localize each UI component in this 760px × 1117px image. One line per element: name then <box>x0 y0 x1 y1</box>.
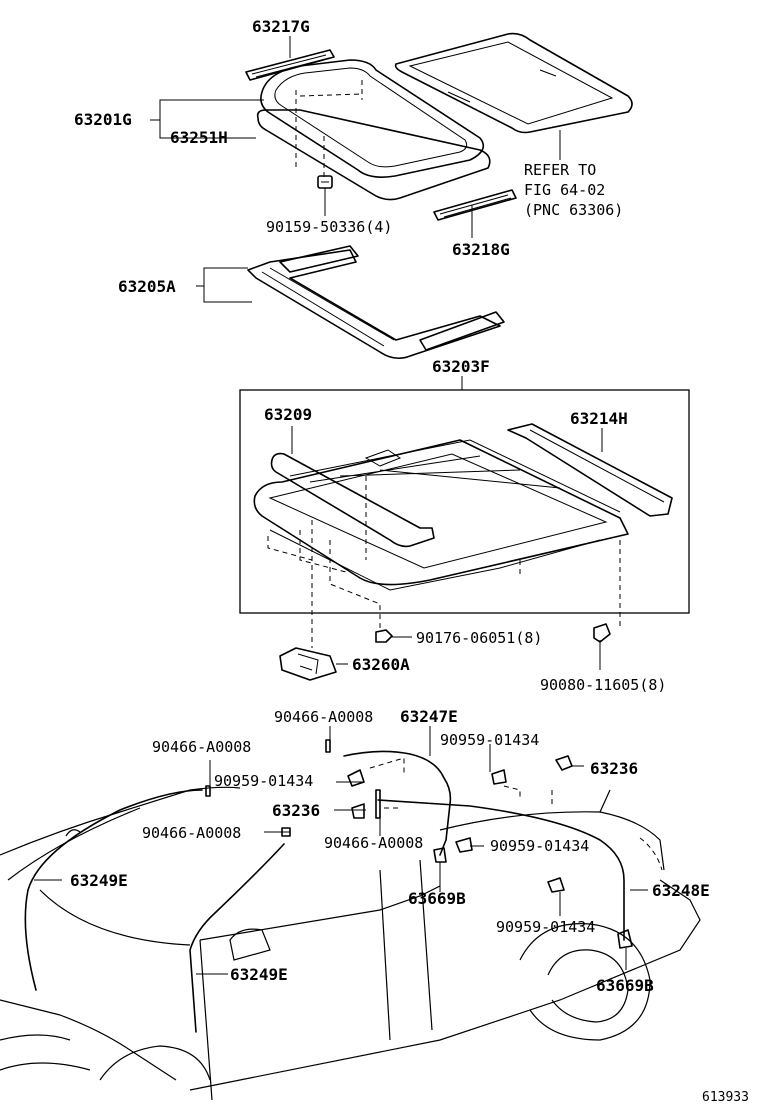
leader-lines <box>34 36 648 975</box>
drain-hose-63249e-front <box>24 789 203 991</box>
label-63251h: 63251H <box>170 128 228 147</box>
drain-hose-63249e-rear <box>189 843 285 1033</box>
dashed-reference-lines <box>267 80 663 871</box>
housing-box <box>239 389 690 614</box>
label-63218g: 63218G <box>452 240 510 259</box>
label-63260a: 63260A <box>352 655 410 674</box>
label-90959-top: 90959-01434 <box>440 731 539 749</box>
label-63669b-right: 63669B <box>596 976 654 995</box>
label-refer-line1: REFER TO <box>524 161 596 179</box>
motor-63260a <box>279 647 337 681</box>
glass-seal-63251h <box>256 109 491 201</box>
label-refer-line2: FIG 64-02 <box>524 181 605 199</box>
rail-63214h <box>507 423 673 517</box>
label-90466-mid: 90466-A0008 <box>142 824 241 842</box>
label-63236-right: 63236 <box>590 759 638 778</box>
label-63214h: 63214H <box>570 409 628 428</box>
part-labels: 63217G 63201G 63251H REFER TO FIG 64-02 … <box>70 17 749 1105</box>
label-90080: 90080-11605(8) <box>540 676 666 694</box>
label-90466-left: 90466-A0008 <box>152 738 251 756</box>
label-63248e: 63248E <box>652 881 710 900</box>
housing-63203f <box>253 439 629 591</box>
drain-hose-63248e <box>377 799 625 941</box>
label-63236-left: 63236 <box>272 801 320 820</box>
label-63203f: 63203F <box>432 357 490 376</box>
label-90466-top: 90466-A0008 <box>274 708 373 726</box>
label-90959-bottom: 90959-01434 <box>496 918 595 936</box>
sunroof-glass-63201g <box>260 59 485 178</box>
glass-frame-63205a <box>247 245 505 360</box>
nut-90176 <box>375 629 393 643</box>
label-90176: 90176-06051(8) <box>416 629 542 647</box>
label-63205a: 63205A <box>118 277 176 296</box>
vehicle-body-outline <box>0 786 701 1101</box>
label-90159: 90159-50336(4) <box>266 218 392 236</box>
label-63209: 63209 <box>264 405 312 424</box>
deflector-63209 <box>270 452 435 548</box>
label-63249e-rear: 63249E <box>230 965 288 984</box>
figure-number: 613933 <box>702 1090 749 1105</box>
label-63247e: 63247E <box>400 707 458 726</box>
label-refer-line3: (PNC 63306) <box>524 201 623 219</box>
label-63201g: 63201G <box>74 110 132 129</box>
label-63249e-front: 63249E <box>70 871 128 890</box>
weatherstrip-63218g <box>433 189 517 221</box>
label-90466-bottom: 90466-A0008 <box>324 834 423 852</box>
label-90959-mid: 90959-01434 <box>490 837 589 855</box>
label-63669b-mid: 63669B <box>408 889 466 908</box>
bolt-90159 <box>317 175 333 189</box>
label-63217g: 63217G <box>252 17 310 36</box>
shade-assembly-refer <box>394 32 633 134</box>
screw-90080 <box>593 623 611 643</box>
drain-hose-63247e <box>343 750 452 856</box>
label-90959-left: 90959-01434 <box>214 772 313 790</box>
